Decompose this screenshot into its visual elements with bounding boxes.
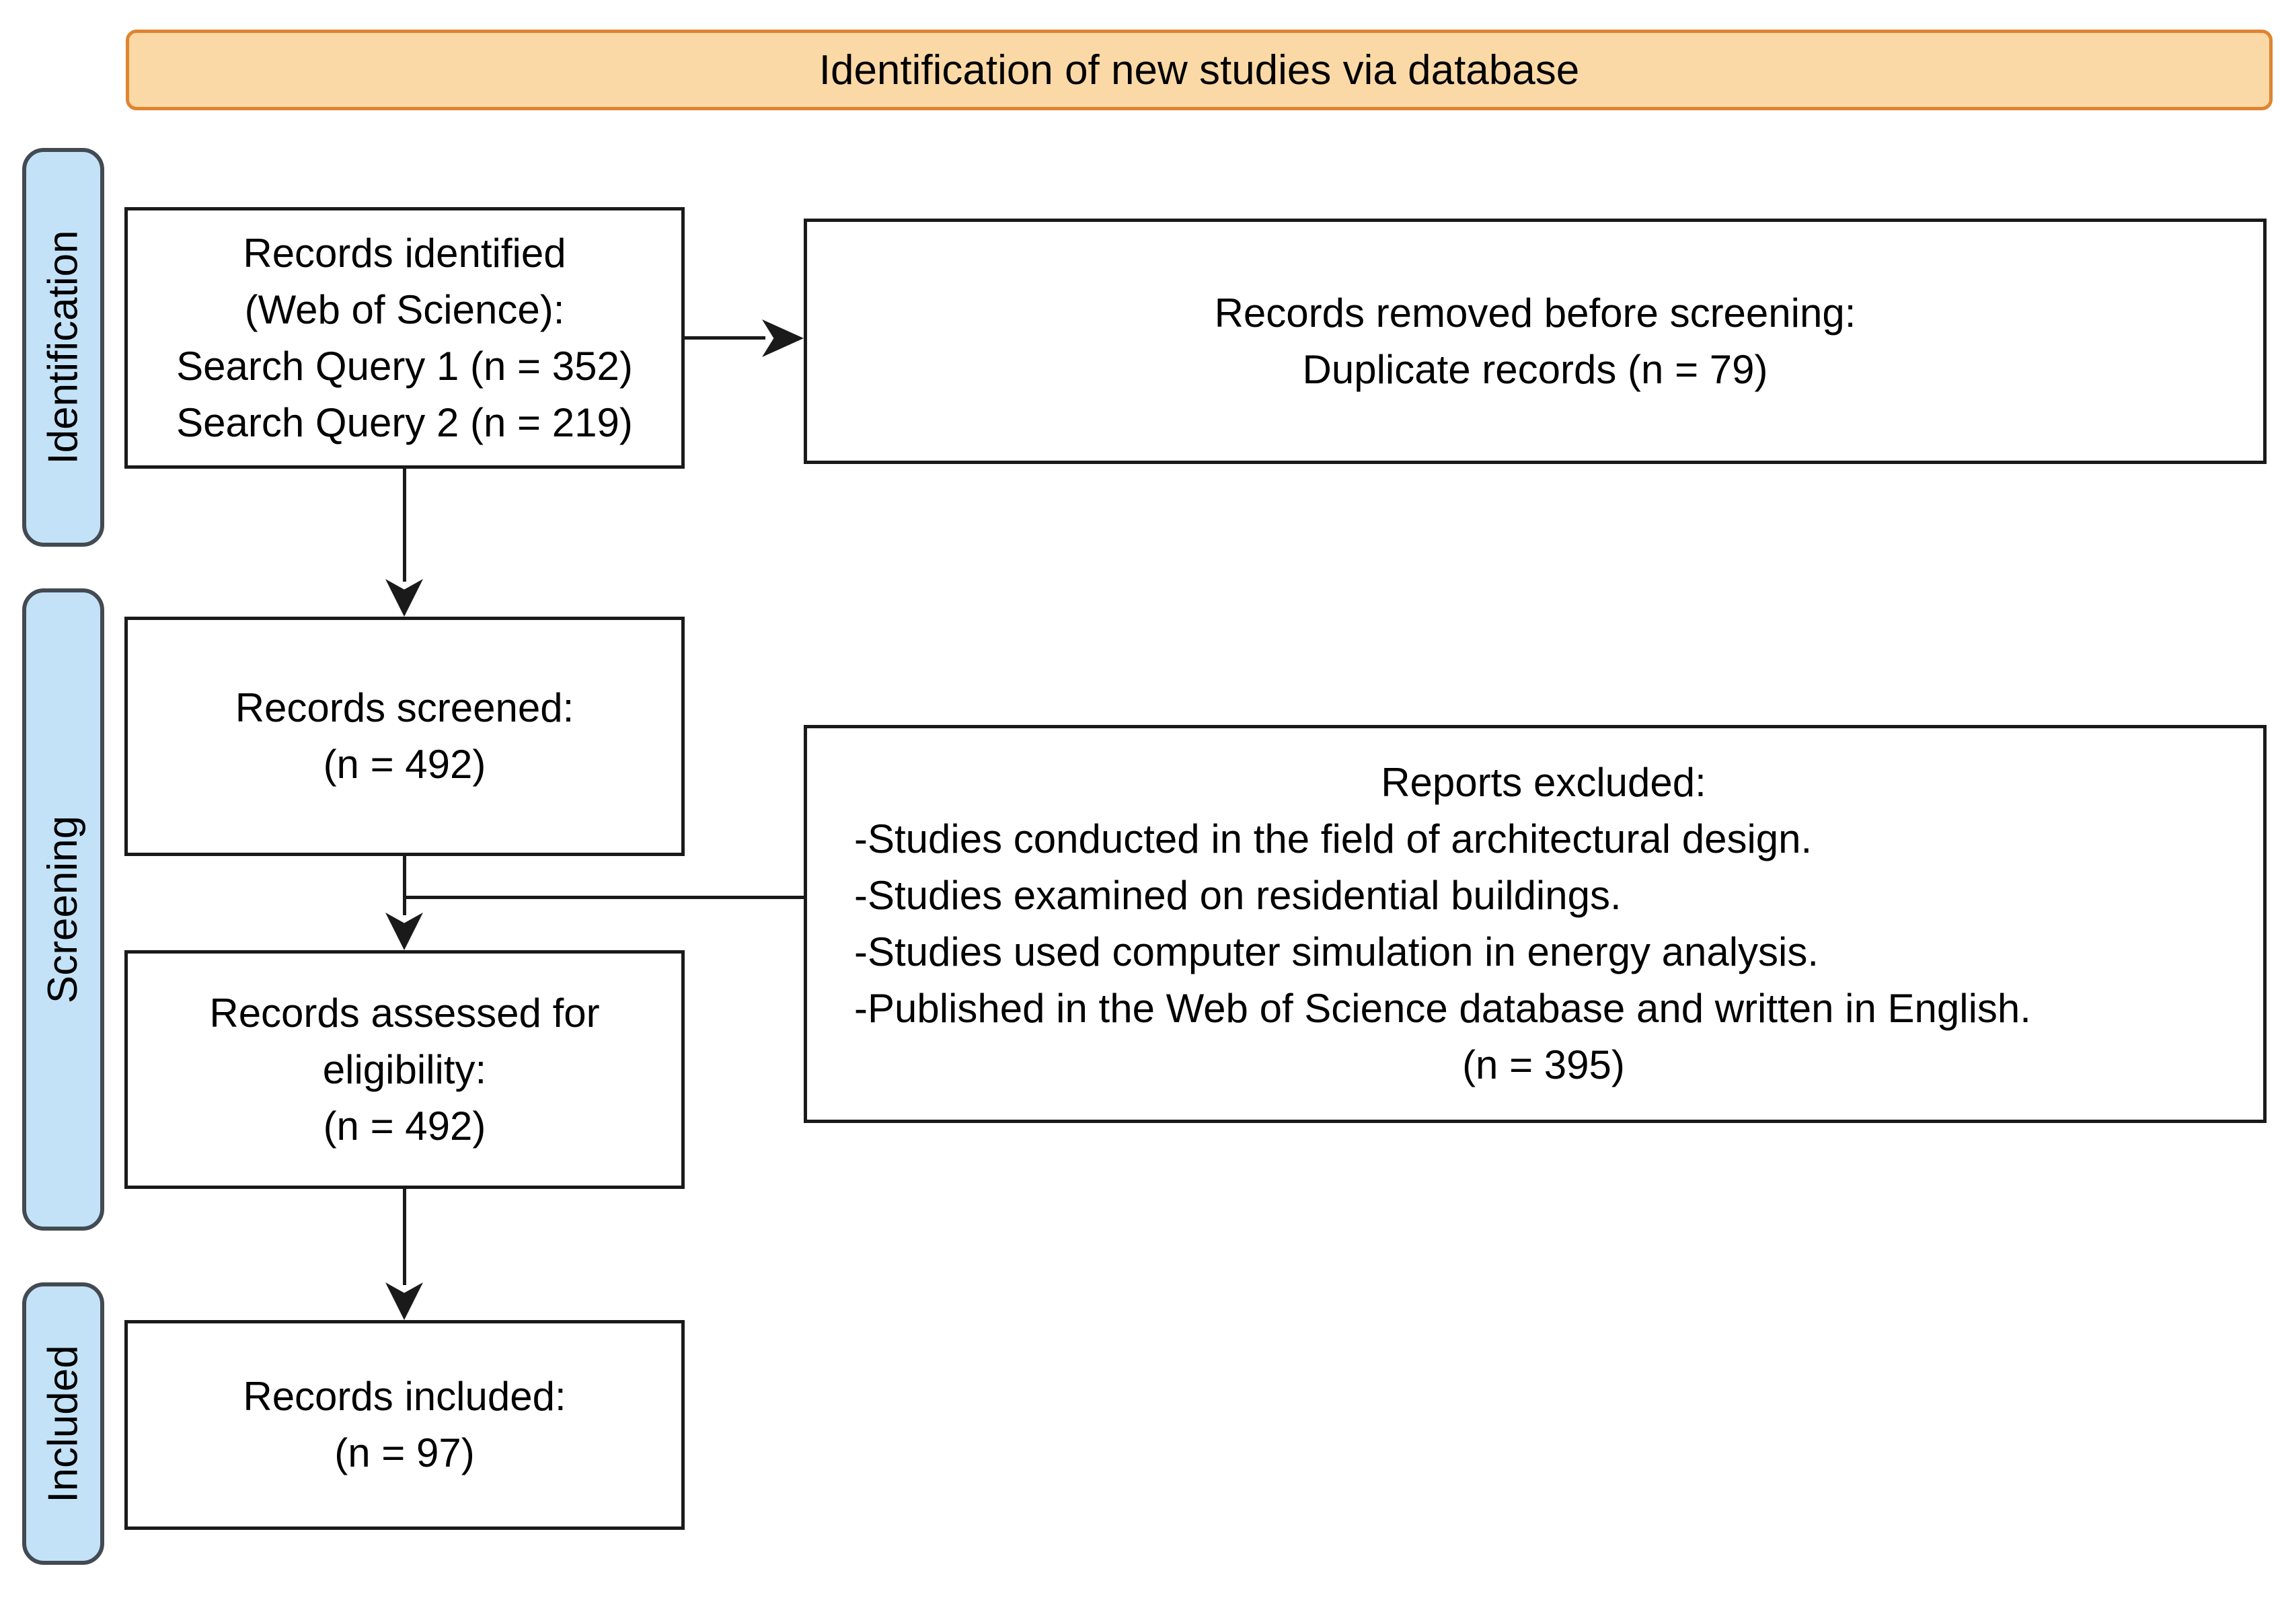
records-assessed-line: eligibility: <box>322 1046 487 1092</box>
reports-excluded-item: -Studies conducted in the field of archi… <box>854 816 1813 861</box>
stage-included: Included <box>22 1282 104 1565</box>
arrow-screened-to-assessed-head-icon <box>385 913 423 950</box>
reports-excluded-count: (n = 395) <box>1462 1042 1625 1087</box>
box-records-identified: Records identified (Web of Science): Sea… <box>124 207 685 469</box>
branch-screened-to-excluded-line <box>403 896 804 899</box>
arrow-screened-to-assessed-line <box>403 856 406 915</box>
arrow-identified-to-screened-line <box>403 469 406 582</box>
arrow-assessed-to-included-line <box>403 1189 406 1285</box>
stage-screening: Screening <box>22 588 104 1231</box>
arrow-assessed-to-included-head-icon <box>385 1282 423 1320</box>
records-included-line: (n = 97) <box>334 1430 475 1475</box>
records-identified-line: Search Query 2 (n = 219) <box>176 399 633 445</box>
records-screened-line: Records screened: <box>235 685 574 730</box>
records-removed-line: Records removed before screening: <box>1214 290 1856 336</box>
reports-excluded-item: -Studies examined on residential buildin… <box>854 873 1622 918</box>
records-included-line: Records included: <box>243 1374 566 1419</box>
arrow-identified-to-removed-head-icon <box>762 319 804 357</box>
reports-excluded-item: -Published in the Web of Science databas… <box>854 986 2031 1031</box>
box-records-assessed: Records assessed for eligibility: (n = 4… <box>124 950 685 1189</box>
stage-identification: Identification <box>22 148 104 547</box>
box-records-removed: Records removed before screening: Duplic… <box>804 219 2267 464</box>
records-identified-line: (Web of Science): <box>244 286 565 332</box>
arrow-identified-to-removed-line <box>685 336 765 340</box>
reports-excluded-item: -Studies used computer simulation in ene… <box>854 929 1819 974</box>
records-assessed-line: Records assessed for <box>209 990 600 1036</box>
box-reports-excluded: Reports excluded: -Studies conducted in … <box>804 725 2267 1123</box>
records-identified-line: Records identified <box>243 230 566 276</box>
records-identified-line: Search Query 1 (n = 352) <box>176 343 633 389</box>
arrow-identified-to-screened-head-icon <box>385 579 423 617</box>
reports-excluded-title: Reports excluded: <box>1381 760 1706 805</box>
stage-included-label: Included <box>40 1344 87 1503</box>
records-removed-line: Duplicate records (n = 79) <box>1302 346 1768 392</box>
banner-identification-via-database: Identification of new studies via databa… <box>126 30 2273 110</box>
box-records-screened: Records screened: (n = 492) <box>124 617 685 856</box>
box-records-included: Records included: (n = 97) <box>124 1320 685 1530</box>
banner-label: Identification of new studies via databa… <box>819 46 1580 93</box>
records-assessed-line: (n = 492) <box>323 1103 486 1149</box>
stage-identification-label: Identification <box>40 230 87 465</box>
stage-screening-label: Screening <box>40 815 87 1004</box>
records-screened-line: (n = 492) <box>323 742 486 787</box>
